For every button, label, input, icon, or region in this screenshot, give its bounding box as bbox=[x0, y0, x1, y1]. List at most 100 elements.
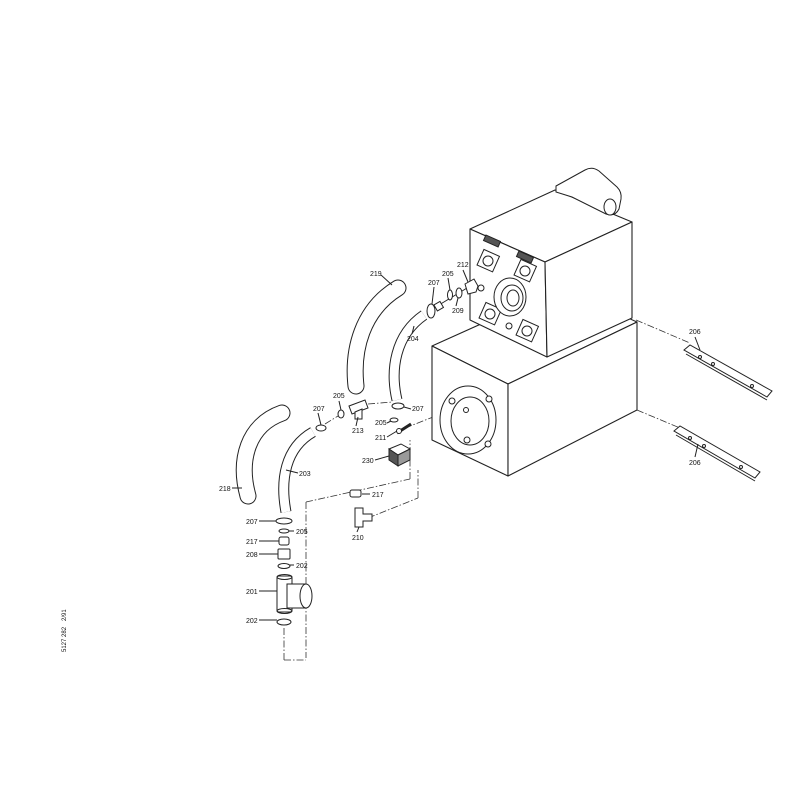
callouts: 219 207 205 212 209 204 206 206 205 207 … bbox=[219, 262, 701, 625]
callout-202: 202 bbox=[296, 563, 308, 570]
callout-205: 205 bbox=[333, 393, 345, 400]
washer bbox=[447, 289, 453, 301]
rail-flange bbox=[685, 353, 768, 401]
front-flange bbox=[515, 318, 540, 343]
flange-plate bbox=[476, 248, 501, 273]
callout-203: 203 bbox=[299, 471, 311, 478]
t-piece-cluster bbox=[315, 399, 369, 432]
callout-206-lower: 206 bbox=[689, 460, 701, 467]
flange-plate bbox=[478, 301, 503, 326]
leader-line bbox=[447, 277, 451, 291]
hose-fill bbox=[279, 428, 316, 513]
leader-line bbox=[694, 336, 701, 351]
front-flange bbox=[476, 248, 501, 273]
hose-218 bbox=[235, 404, 291, 505]
rail-body bbox=[683, 344, 773, 398]
gasket bbox=[455, 287, 463, 299]
leader-line bbox=[462, 269, 469, 283]
document-number: 5127 282 bbox=[62, 626, 68, 652]
expansion-tank bbox=[555, 167, 622, 216]
union-nut bbox=[349, 489, 362, 498]
hose-clamp bbox=[315, 424, 327, 432]
callout-230: 230 bbox=[362, 458, 374, 465]
hose-fill bbox=[389, 311, 427, 402]
callout-205: 205 bbox=[375, 420, 387, 427]
t-piece bbox=[348, 399, 369, 415]
hose-clamp bbox=[275, 517, 293, 525]
rail-hole bbox=[702, 444, 706, 448]
front-flange bbox=[478, 301, 503, 326]
flange-plate bbox=[515, 318, 540, 343]
callout-205: 205 bbox=[296, 529, 308, 536]
callout-218: 218 bbox=[219, 486, 231, 493]
hose-connector bbox=[433, 300, 445, 312]
callout-207: 207 bbox=[412, 406, 424, 413]
document-date: 2/91 bbox=[62, 609, 68, 621]
hose-clamp bbox=[391, 402, 405, 410]
callout-210: 210 bbox=[352, 535, 364, 542]
front-nipple bbox=[505, 322, 513, 330]
hose-204 bbox=[388, 310, 428, 402]
pump-motor-end bbox=[299, 583, 313, 609]
leader-line bbox=[380, 274, 393, 286]
block-side bbox=[397, 448, 411, 467]
assembly-line bbox=[324, 415, 339, 425]
callout-207: 207 bbox=[246, 519, 258, 526]
callout-207: 207 bbox=[428, 280, 440, 287]
hose-203 bbox=[278, 427, 317, 514]
pump-inlet bbox=[276, 574, 293, 580]
upper-unit-side-face bbox=[544, 221, 633, 358]
hose-fill bbox=[236, 405, 290, 504]
leader-line bbox=[338, 400, 342, 411]
assembly-line bbox=[367, 497, 419, 519]
flange-bore bbox=[484, 308, 496, 320]
nameplate bbox=[482, 234, 502, 248]
elbow-cluster bbox=[349, 489, 373, 528]
leader-line bbox=[386, 430, 398, 438]
pump-outlet bbox=[276, 608, 293, 614]
leader-line bbox=[356, 526, 360, 533]
central-outlet bbox=[493, 277, 527, 317]
callout-204: 204 bbox=[407, 336, 419, 343]
drain-valve-head bbox=[396, 428, 402, 434]
leader-line bbox=[374, 455, 390, 461]
rail-hole bbox=[711, 362, 715, 366]
leader-line bbox=[285, 469, 299, 474]
hose-clamp bbox=[426, 303, 436, 319]
burner-plate bbox=[439, 385, 497, 455]
leader-line bbox=[403, 406, 412, 410]
hose-219 bbox=[346, 279, 407, 395]
burner-bolt bbox=[484, 440, 492, 448]
outlet-inner bbox=[500, 284, 524, 312]
callout-219: 219 bbox=[370, 271, 382, 278]
pump-column bbox=[275, 517, 313, 626]
nameplate bbox=[515, 250, 535, 264]
burner-bolt bbox=[485, 395, 493, 403]
flange-bore bbox=[521, 325, 533, 337]
callout-206-upper: 206 bbox=[689, 329, 701, 336]
t-piece-branch bbox=[354, 408, 363, 420]
callout-217: 217 bbox=[246, 539, 258, 546]
assembly-line bbox=[367, 401, 393, 405]
rail-flange bbox=[675, 434, 756, 482]
leader-line bbox=[455, 297, 459, 307]
callout-202: 202 bbox=[246, 618, 258, 625]
upper-boiler-unit bbox=[469, 167, 633, 358]
burner-bolt bbox=[448, 397, 456, 405]
elbow-fitting bbox=[464, 278, 479, 295]
flange-bore bbox=[519, 265, 531, 277]
leader-line bbox=[317, 412, 322, 426]
rail-body bbox=[673, 425, 761, 479]
expansion-tank-end-cap bbox=[603, 198, 617, 216]
washer bbox=[278, 528, 290, 534]
callout-211: 211 bbox=[375, 435, 386, 442]
callout-201: 201 bbox=[246, 589, 258, 596]
burner-bolt bbox=[463, 407, 469, 413]
front-flange bbox=[513, 258, 538, 283]
rail-hole bbox=[750, 384, 754, 388]
leader-line bbox=[431, 286, 435, 305]
rail-hole bbox=[698, 355, 702, 359]
assembly-line bbox=[636, 409, 681, 429]
